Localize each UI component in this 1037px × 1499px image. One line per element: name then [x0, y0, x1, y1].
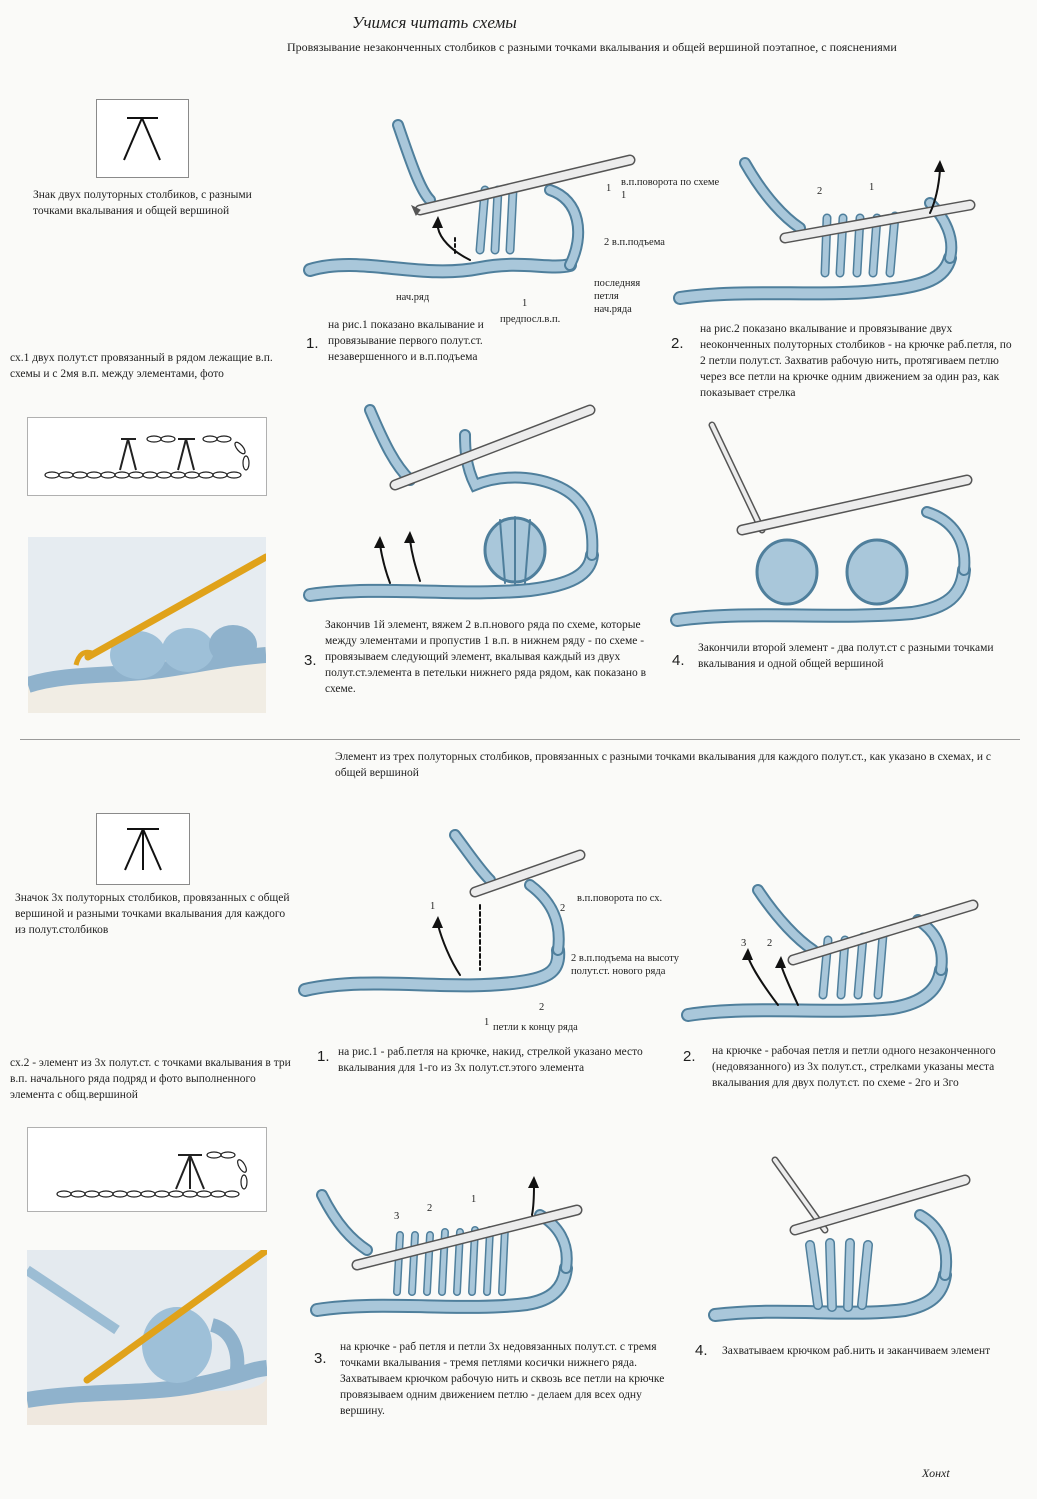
two-hdc-symbol-icon [97, 100, 188, 177]
fig-1-3-diagram [300, 405, 620, 615]
label3-num-2: 2 [427, 1202, 432, 1215]
label2-num-1: 1 [430, 900, 435, 913]
scheme-caption-2: сх.2 - элемент из 3х полут.ст. с точками… [10, 1055, 295, 1103]
symbol-caption-1: Знак двух полуторных столбиков, с разным… [33, 187, 293, 219]
section-divider [20, 739, 1020, 740]
step-3-text: Закончив 1й элемент, вяжем 2 в.п.нового … [325, 617, 655, 697]
label-fig2-num-2: 2 [817, 185, 822, 198]
photo-2 [27, 1250, 267, 1425]
label2-turn-chain: в.п.поворота по сх. [577, 892, 662, 905]
scheme-1-chain-icon [28, 418, 266, 495]
fig-2-4-diagram [710, 1155, 970, 1335]
label-prev-chain: предпосл.в.п. [500, 313, 560, 326]
step-2-number: 2. [671, 335, 684, 352]
crochet-photo-1-icon [28, 537, 266, 713]
fig-1-2-diagram [675, 158, 975, 318]
three-hdc-symbol-icon [97, 814, 189, 884]
label2-num-2: 2 [560, 902, 565, 915]
s2-step-1-number: 1. [317, 1048, 330, 1065]
fig-2-1-diagram [300, 830, 580, 1030]
section2-intro: Элемент из трех полуторных столбиков, пр… [335, 749, 1005, 781]
step-4-number: 4. [672, 652, 685, 669]
label-num-1: 1 [606, 182, 611, 195]
label2b-num-3: 3 [741, 937, 746, 950]
symbol-caption-2: Значок 3х полуторных столбиков, провязан… [15, 890, 295, 938]
label3-num-1: 1 [471, 1193, 476, 1206]
s2-step-1-text: на рис.1 - раб.петля на крючке, накид, с… [338, 1044, 668, 1076]
label-last-loop: последняя петля нач.ряда [594, 277, 656, 316]
s2-step-4-text: Захватываем крючком раб.нить и заканчива… [722, 1343, 1002, 1359]
page-title: Учимся читать схемы [352, 13, 517, 33]
label-fig2-num-1: 1 [869, 181, 874, 194]
signature: Хонхt [922, 1466, 950, 1481]
s2-step-3-text: на крючке - раб петля и петли 3х недовяз… [340, 1339, 685, 1419]
label2-end-loops: петли к концу ряда [493, 1021, 578, 1034]
fig-1-4-diagram [672, 420, 972, 640]
fig-2-3-diagram [312, 1180, 582, 1330]
s2-step-4-number: 4. [695, 1342, 708, 1359]
step-1-text: на рис.1 показано вкалывание и провязыва… [328, 317, 508, 365]
fig-2-2-diagram [683, 885, 973, 1030]
label2-num-1b: 1 [484, 1016, 489, 1029]
symbol-two-hdc-box [96, 99, 189, 178]
page-subtitle: Провязывание незаконченных столбиков с р… [287, 40, 987, 55]
scheme-caption-1: сх.1 двух полут.ст провязанный в рядом л… [10, 350, 300, 382]
step-1-number: 1. [306, 335, 319, 352]
s2-step-3-number: 3. [314, 1350, 327, 1367]
s2-step-2-text: на крючке - рабочая петля и петли одного… [712, 1043, 1002, 1091]
step-3-number: 3. [304, 652, 317, 669]
scheme-1-diagram [27, 417, 267, 496]
label-start-row: нач.ряд [396, 291, 429, 304]
crochet-photo-2-icon [27, 1250, 267, 1425]
label2b-num-2: 2 [767, 937, 772, 950]
step-4-text: Закончили второй элемент - два полут.ст … [698, 640, 1018, 672]
label-num-1b: 1 [522, 297, 527, 310]
scheme-2-chain-icon [28, 1128, 266, 1211]
s2-step-2-number: 2. [683, 1048, 696, 1065]
label3-num-3: 3 [394, 1210, 399, 1223]
label-lift-chain: 2 в.п.подъема [604, 236, 665, 249]
symbol-three-hdc-box [96, 813, 190, 885]
scheme-2-diagram [27, 1127, 267, 1212]
label2-num-2b: 2 [539, 1001, 544, 1014]
step-2-text: на рис.2 показано вкалывание и провязыва… [700, 321, 1020, 401]
photo-1 [28, 537, 266, 713]
